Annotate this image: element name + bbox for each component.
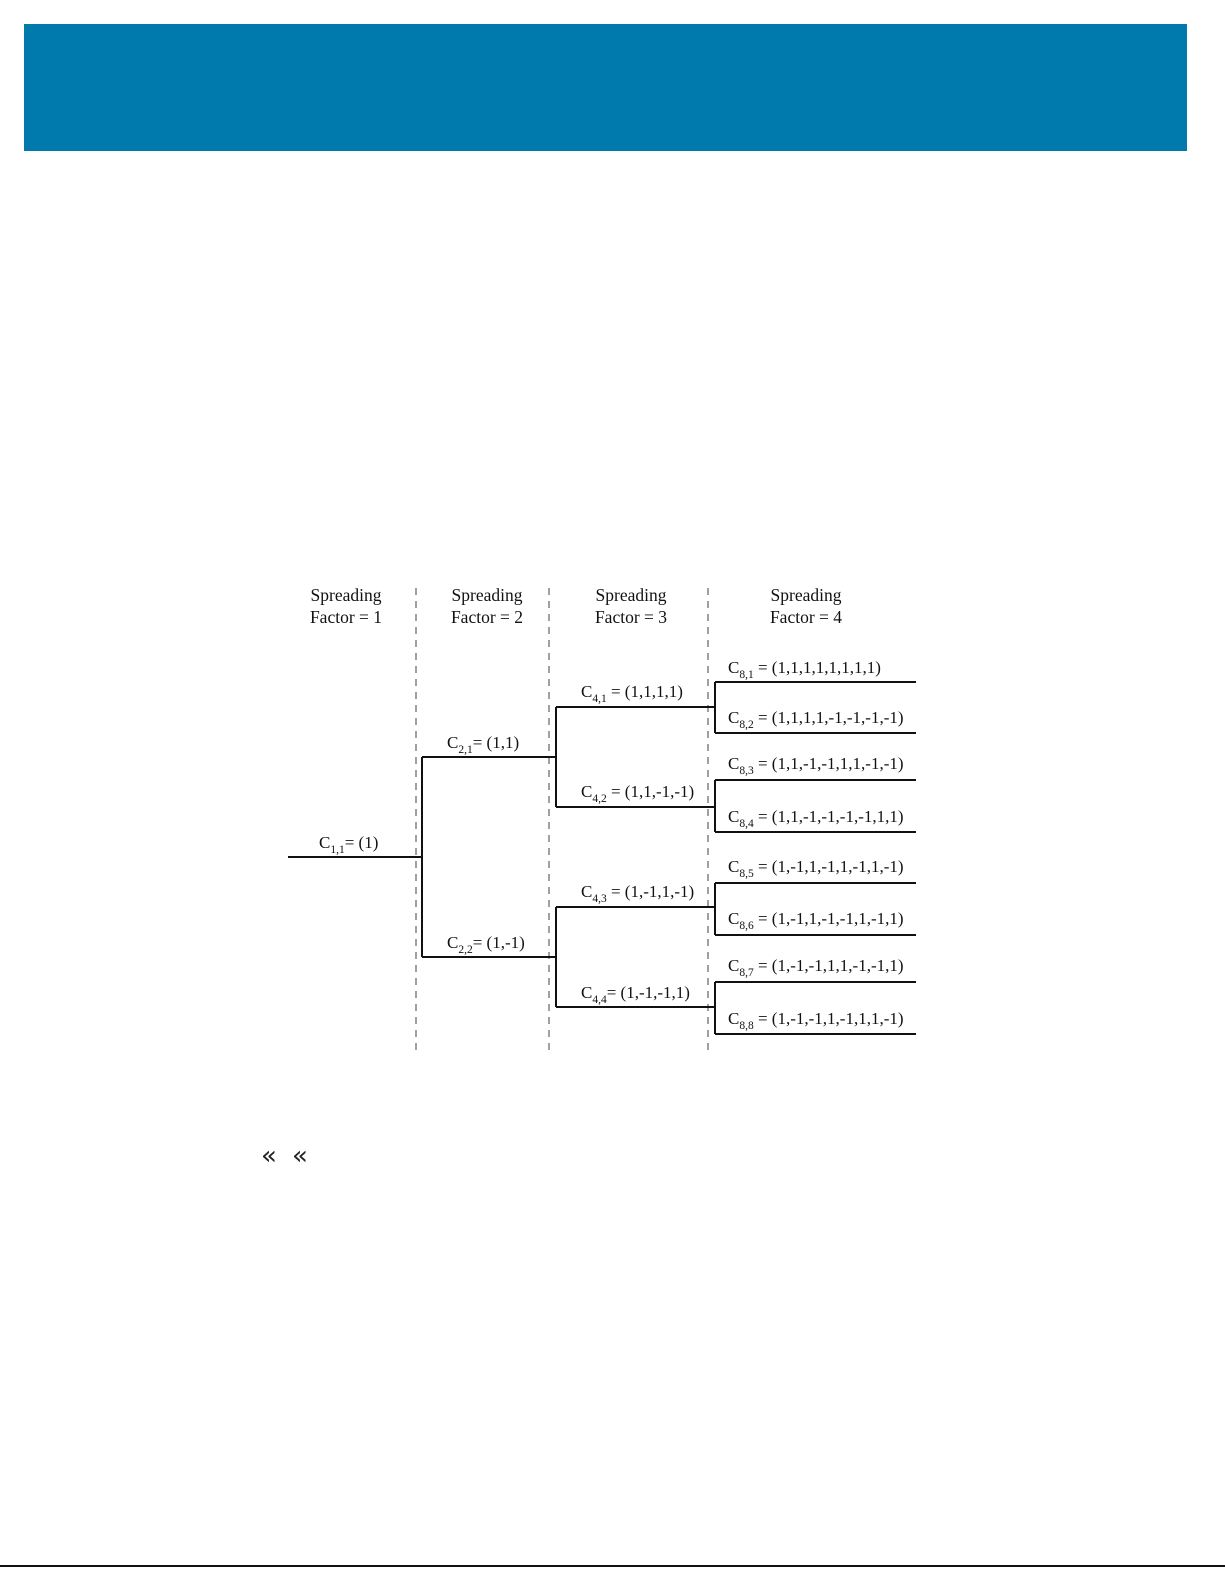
double-chevron-left-icon-2[interactable]: « <box>292 1141 308 1171</box>
column-header-sf2-line2: Factor = 2 <box>451 607 523 627</box>
code-label-c43: C4,3 = (1,-1,1,-1) <box>581 882 694 905</box>
column-header-sf1-line1: Spreading <box>311 585 382 605</box>
code-label-c86: C8,6 = (1,-1,1,-1,-1,1,-1,1) <box>728 909 904 932</box>
code-label-c88: C8,8 = (1,-1,-1,1,-1,1,1,-1) <box>728 1009 904 1032</box>
code-label-c84: C8,4 = (1,1,-1,-1,-1,-1,1,1) <box>728 807 904 830</box>
column-header-sf3-line1: Spreading <box>596 585 667 605</box>
code-label-c81: C8,1 = (1,1,1,1,1,1,1,1) <box>728 658 881 681</box>
column-header-sf4-line2: Factor = 4 <box>770 607 842 627</box>
code-label-c42: C4,2 = (1,1,-1,-1) <box>581 782 694 805</box>
column-header-sf2-line1: Spreading <box>452 585 523 605</box>
column-header-sf3-line2: Factor = 3 <box>595 607 667 627</box>
code-label-c22: C2,2= (1,-1) <box>447 933 525 956</box>
code-label-c41: C4,1 = (1,1,1,1) <box>581 682 683 705</box>
code-label-c44: C4,4= (1,-1,-1,1) <box>581 983 690 1006</box>
code-label-c82: C8,2 = (1,1,1,1,-1,-1,-1,-1) <box>728 708 904 731</box>
code-label-c87: C8,7 = (1,-1,-1,1,1,-1,-1,1) <box>728 956 904 979</box>
header-band-fill <box>24 24 1187 151</box>
footer-rule <box>0 1565 1225 1567</box>
code-label-c21: C2,1= (1,1) <box>447 733 519 756</box>
header-band <box>24 24 1187 151</box>
double-chevron-left-icon[interactable]: « <box>261 1141 277 1171</box>
column-header-sf4-line1: Spreading <box>771 585 842 605</box>
column-header-sf1-line2: Factor = 1 <box>310 607 382 627</box>
code-label-c85: C8,5 = (1,-1,1,-1,1,-1,1,-1) <box>728 857 904 880</box>
code-label-c83: C8,3 = (1,1,-1,-1,1,1,-1,-1) <box>728 754 904 777</box>
code-label-c11: C1,1= (1) <box>319 833 378 856</box>
